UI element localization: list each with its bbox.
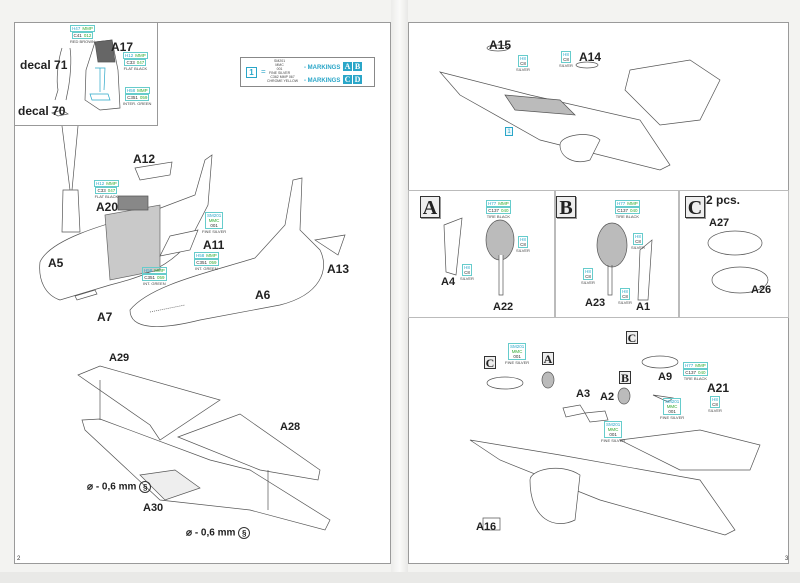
reference-box-a: A bbox=[542, 352, 554, 366]
page-shadow bbox=[0, 572, 800, 583]
page-number-right: 3 bbox=[785, 556, 789, 562]
label-a16: A16 bbox=[476, 521, 497, 533]
final-assembly-drawing bbox=[469, 355, 761, 536]
fuselage-left-half bbox=[39, 154, 213, 301]
label-a13: A13 bbox=[327, 262, 350, 276]
label-a21: A21 bbox=[707, 381, 730, 395]
upper-wing-assembly-drawing bbox=[438, 44, 721, 171]
main-gear-b-drawing bbox=[596, 222, 653, 301]
label-a9: A9 bbox=[658, 371, 673, 383]
marking-box-d: D bbox=[353, 75, 363, 84]
decal-70-part bbox=[51, 109, 69, 117]
label-a3: A3 bbox=[576, 388, 591, 400]
part-a11 bbox=[159, 229, 199, 257]
label-a23: A23 bbox=[585, 297, 606, 309]
label-a27: A27 bbox=[709, 217, 730, 229]
label-a26: A26 bbox=[751, 284, 772, 296]
label-a5: A5 bbox=[48, 256, 64, 270]
label-a30: A30 bbox=[143, 502, 164, 514]
seat-a17-drawing bbox=[84, 39, 121, 111]
reference-box-c: C bbox=[626, 331, 638, 345]
page-number-left: 2 bbox=[17, 556, 21, 562]
label-a4: A4 bbox=[441, 276, 456, 288]
wing-assembly bbox=[77, 365, 331, 531]
label-a12: A12 bbox=[133, 152, 156, 166]
main-gear-a-drawing bbox=[443, 217, 515, 296]
reference-number: 1 bbox=[505, 127, 513, 136]
label-a20: A20 bbox=[96, 200, 119, 214]
label-a14: A14 bbox=[579, 50, 602, 64]
drill-icon: § bbox=[238, 527, 251, 539]
label-a15: A15 bbox=[489, 38, 512, 52]
label-a11: A11 bbox=[203, 238, 225, 252]
drill-icon: § bbox=[139, 481, 152, 493]
subassembly-c-title: C bbox=[685, 196, 705, 219]
marking-box-c: C bbox=[343, 75, 353, 84]
drill-note: ⌀ - 0,6 mm § bbox=[186, 527, 251, 539]
reference-box-c: C bbox=[484, 356, 496, 370]
quantity-label: 2 pcs. bbox=[706, 193, 741, 207]
label-a1: A1 bbox=[636, 301, 651, 313]
marking-box-b: B bbox=[353, 62, 363, 71]
fuselage-right-half bbox=[129, 177, 324, 327]
part-a13 bbox=[314, 234, 346, 256]
wheel-cover-c-drawing bbox=[707, 230, 769, 294]
label-a2: A2 bbox=[600, 391, 615, 403]
label-decal-70: decal 70 bbox=[18, 104, 66, 118]
subassembly-a-title: A bbox=[420, 196, 440, 219]
subassembly-b-title: B bbox=[556, 196, 576, 219]
reference-box-b: B bbox=[619, 371, 631, 385]
part-a7 bbox=[74, 289, 98, 301]
part-a12 bbox=[134, 161, 173, 181]
equals-sign: = bbox=[261, 67, 266, 76]
label-a28: A28 bbox=[280, 421, 301, 433]
label-decal-71: decal 71 bbox=[20, 58, 68, 72]
drill-note: ⌀ - 0,6 mm § bbox=[87, 481, 152, 493]
label-a17: A17 bbox=[111, 40, 134, 54]
marking-box-a: A bbox=[343, 62, 353, 71]
markings-legend: 1 = SM201 MMC 001 FINE SILVER - MARKINGS… bbox=[240, 57, 375, 87]
label-a6: A6 bbox=[255, 288, 271, 302]
seatbelt-drawing bbox=[54, 47, 72, 101]
label-a22: A22 bbox=[493, 301, 514, 313]
paint-swatch-fine-silver: SM201 MMC 001 FINE SILVER bbox=[269, 59, 291, 75]
inset-callout-line bbox=[61, 125, 79, 191]
reference-number: 1 bbox=[246, 67, 257, 78]
label-a7: A7 bbox=[97, 310, 113, 324]
paint-swatch-chrome-yellow: C362 MMP 067 CHROME YELLOW bbox=[267, 75, 299, 83]
binding-spine bbox=[391, 0, 408, 583]
label-a29: A29 bbox=[109, 352, 130, 364]
